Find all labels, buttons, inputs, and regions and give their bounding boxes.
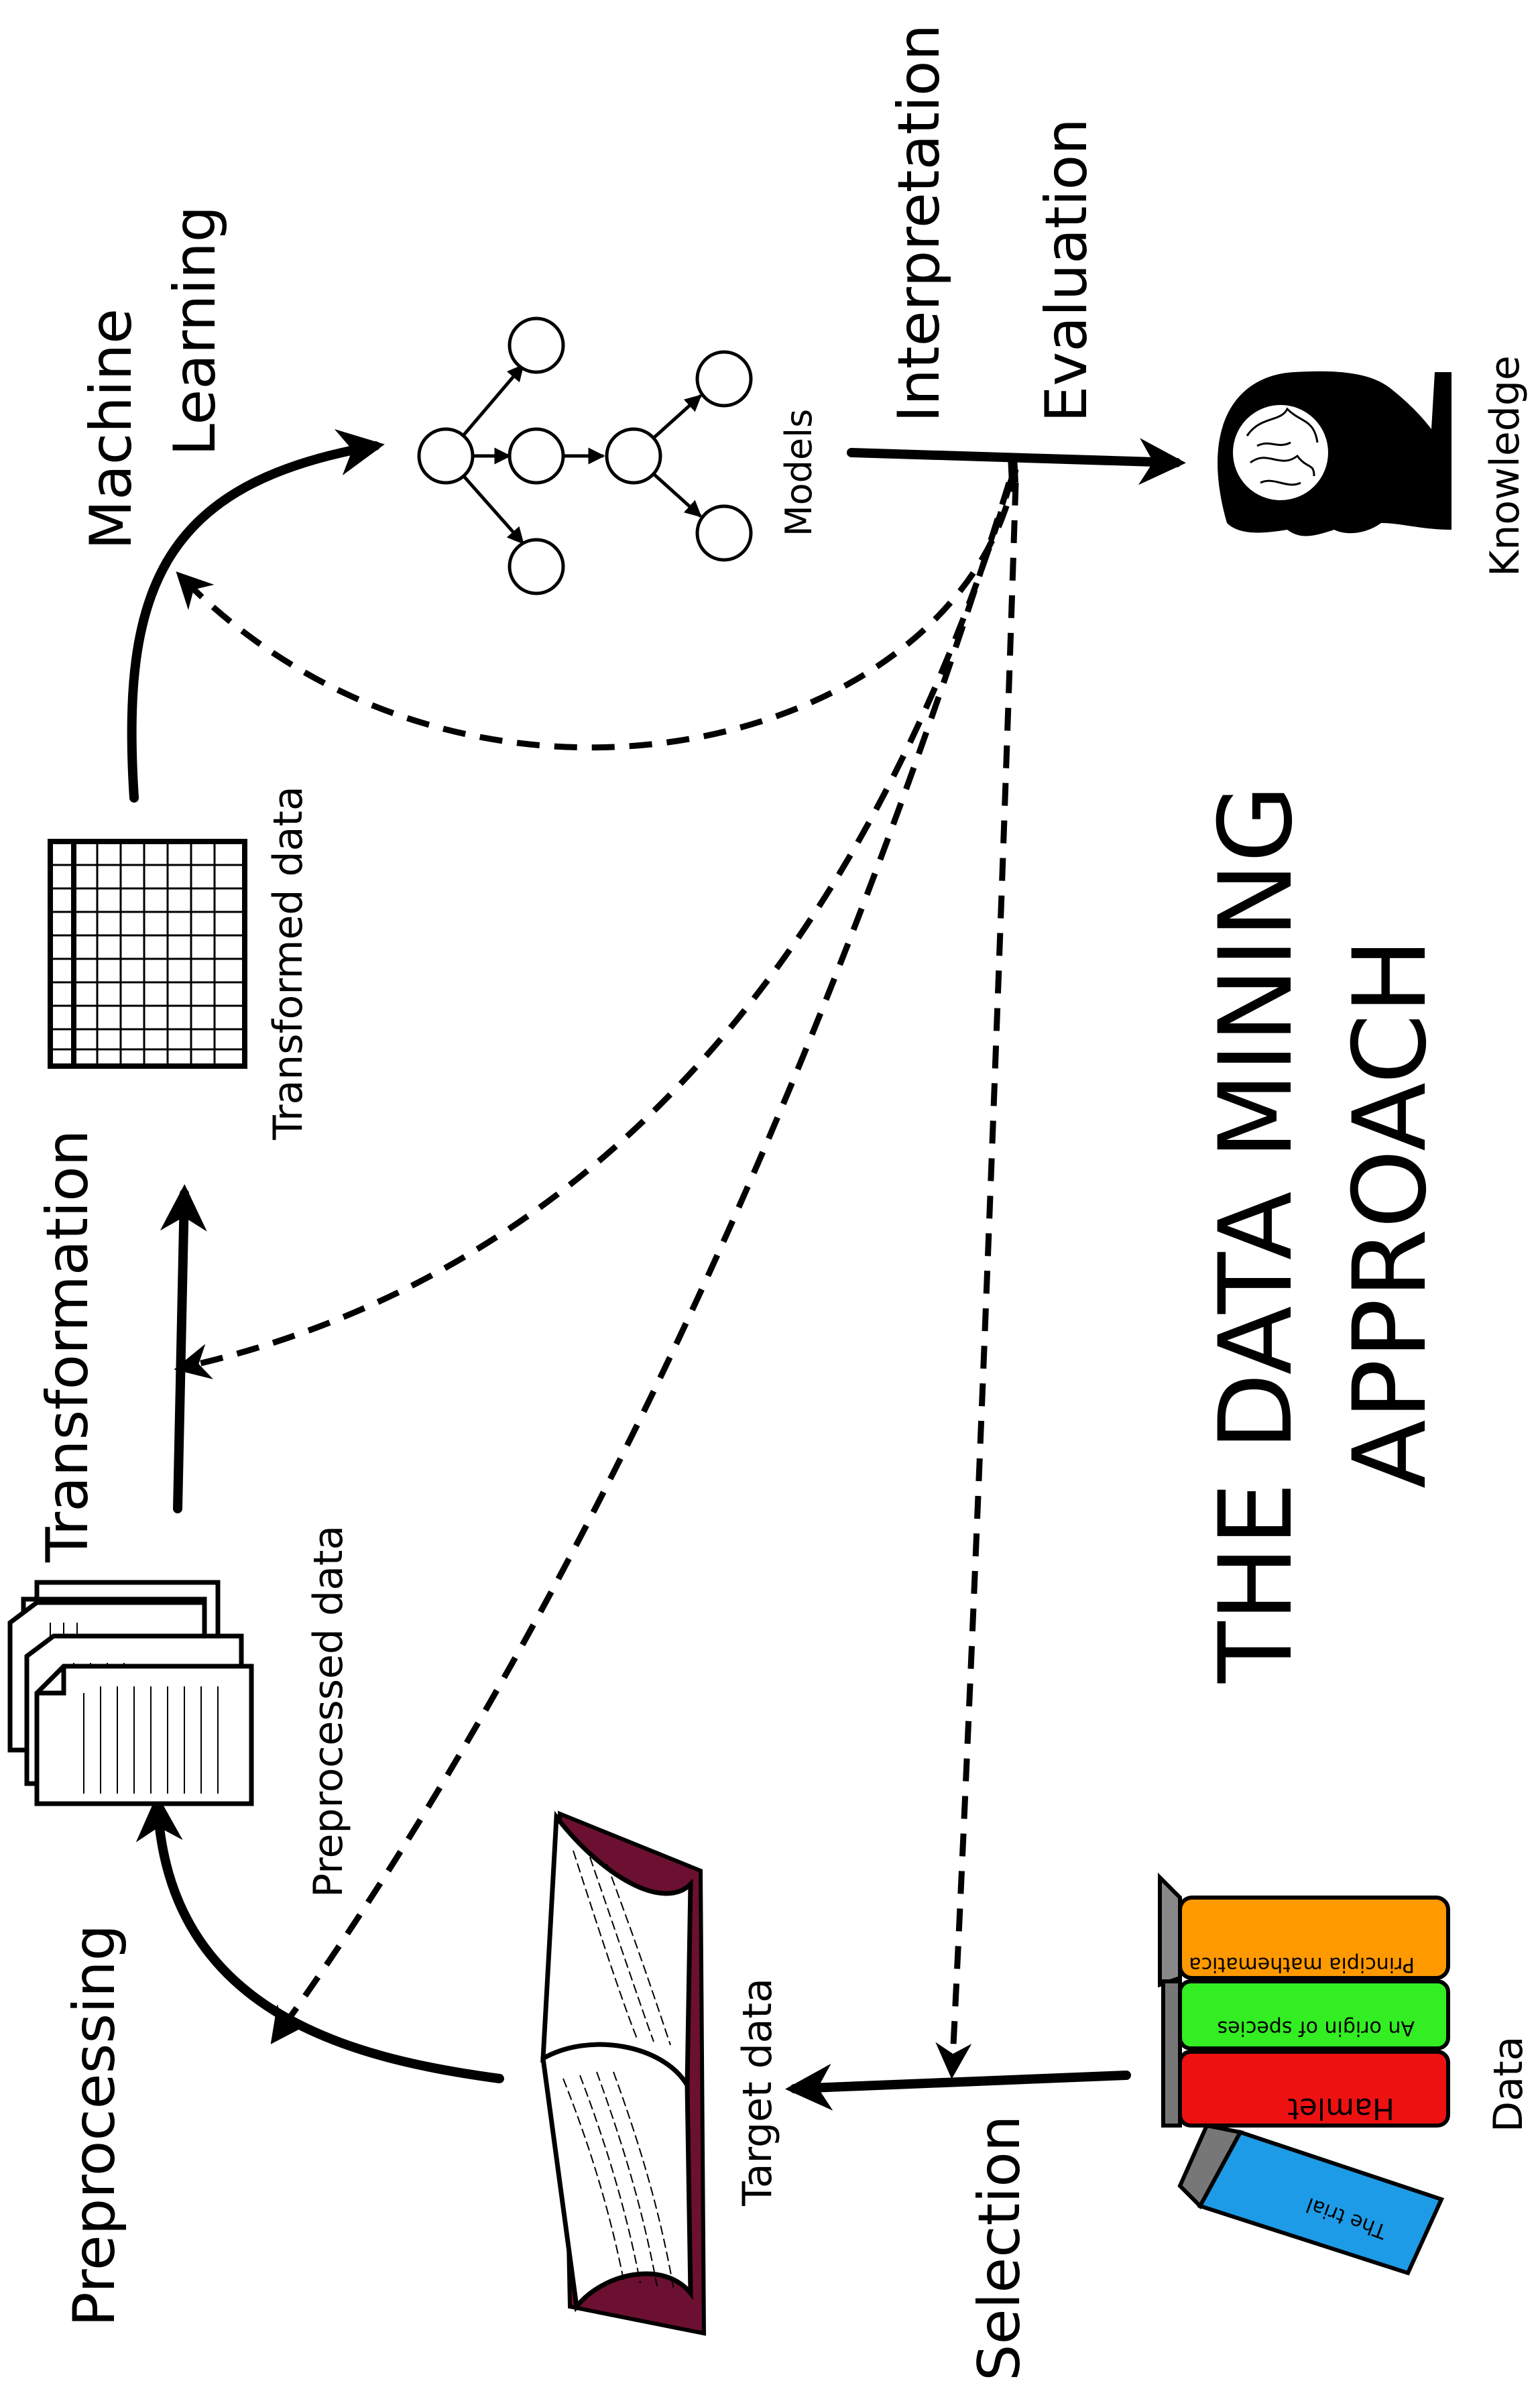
artifact-label-models: Models [778, 409, 820, 536]
feedback-to-transformation [174, 475, 1016, 1379]
feedback-to-selection [935, 482, 1019, 2079]
artifact-label-transformed-data: Transformed data [265, 786, 312, 1141]
target-data-open-book-icon [540, 1810, 707, 2336]
feedback-to-preprocessing [270, 481, 1012, 2044]
step-label-interpretation: Interpretation [886, 24, 953, 422]
machine-learning-arrow [127, 429, 385, 803]
step-label-evaluation: Evaluation [1033, 118, 1100, 422]
title-line1: THE DATA MINING [1198, 785, 1315, 1684]
title-line2: APPROACH [1332, 938, 1449, 1489]
artifact-label-target-data: Target data [734, 1978, 781, 2207]
data-books-stack-icon [1158, 1872, 1450, 2276]
transformed-data-grid-icon [48, 839, 247, 1069]
step-label-preprocessing: Preprocessing [61, 1924, 128, 2327]
book-title-hamlet: Hamlet [1288, 2091, 1395, 2126]
main-flow [127, 429, 1186, 2111]
brain-icon [1228, 400, 1334, 506]
artifact-label-preprocessed-data: Preprocessed data [305, 1525, 352, 1898]
artifact-label-knowledge: Knowledge [1482, 355, 1529, 577]
models-network-icon [417, 316, 753, 595]
preprocessed-data-documents-icon [7, 1580, 254, 1806]
step-label-machine-learning-2: Learning [162, 206, 229, 456]
book-title-principia: Principia mathematica [1189, 1953, 1415, 1976]
step-label-machine-learning-1: Machine [78, 308, 145, 550]
step-label-transformation: Transformation [34, 1130, 101, 1563]
transformation-arrow [160, 1184, 207, 1513]
artifact-label-data: Data [1485, 2036, 1532, 2132]
feedback-arrows [174, 469, 1019, 2079]
selection-arrow [785, 2063, 1131, 2111]
feedback-to-ml [176, 469, 1019, 751]
knowledge-head-icon [1218, 371, 1452, 536]
diagram-title: THE DATA MINING APPROACH [1198, 785, 1449, 1684]
book-title-origin: An origin of species [1217, 2016, 1415, 2040]
evaluation-tick [1008, 455, 1018, 483]
step-label-selection: Selection [966, 2115, 1033, 2381]
